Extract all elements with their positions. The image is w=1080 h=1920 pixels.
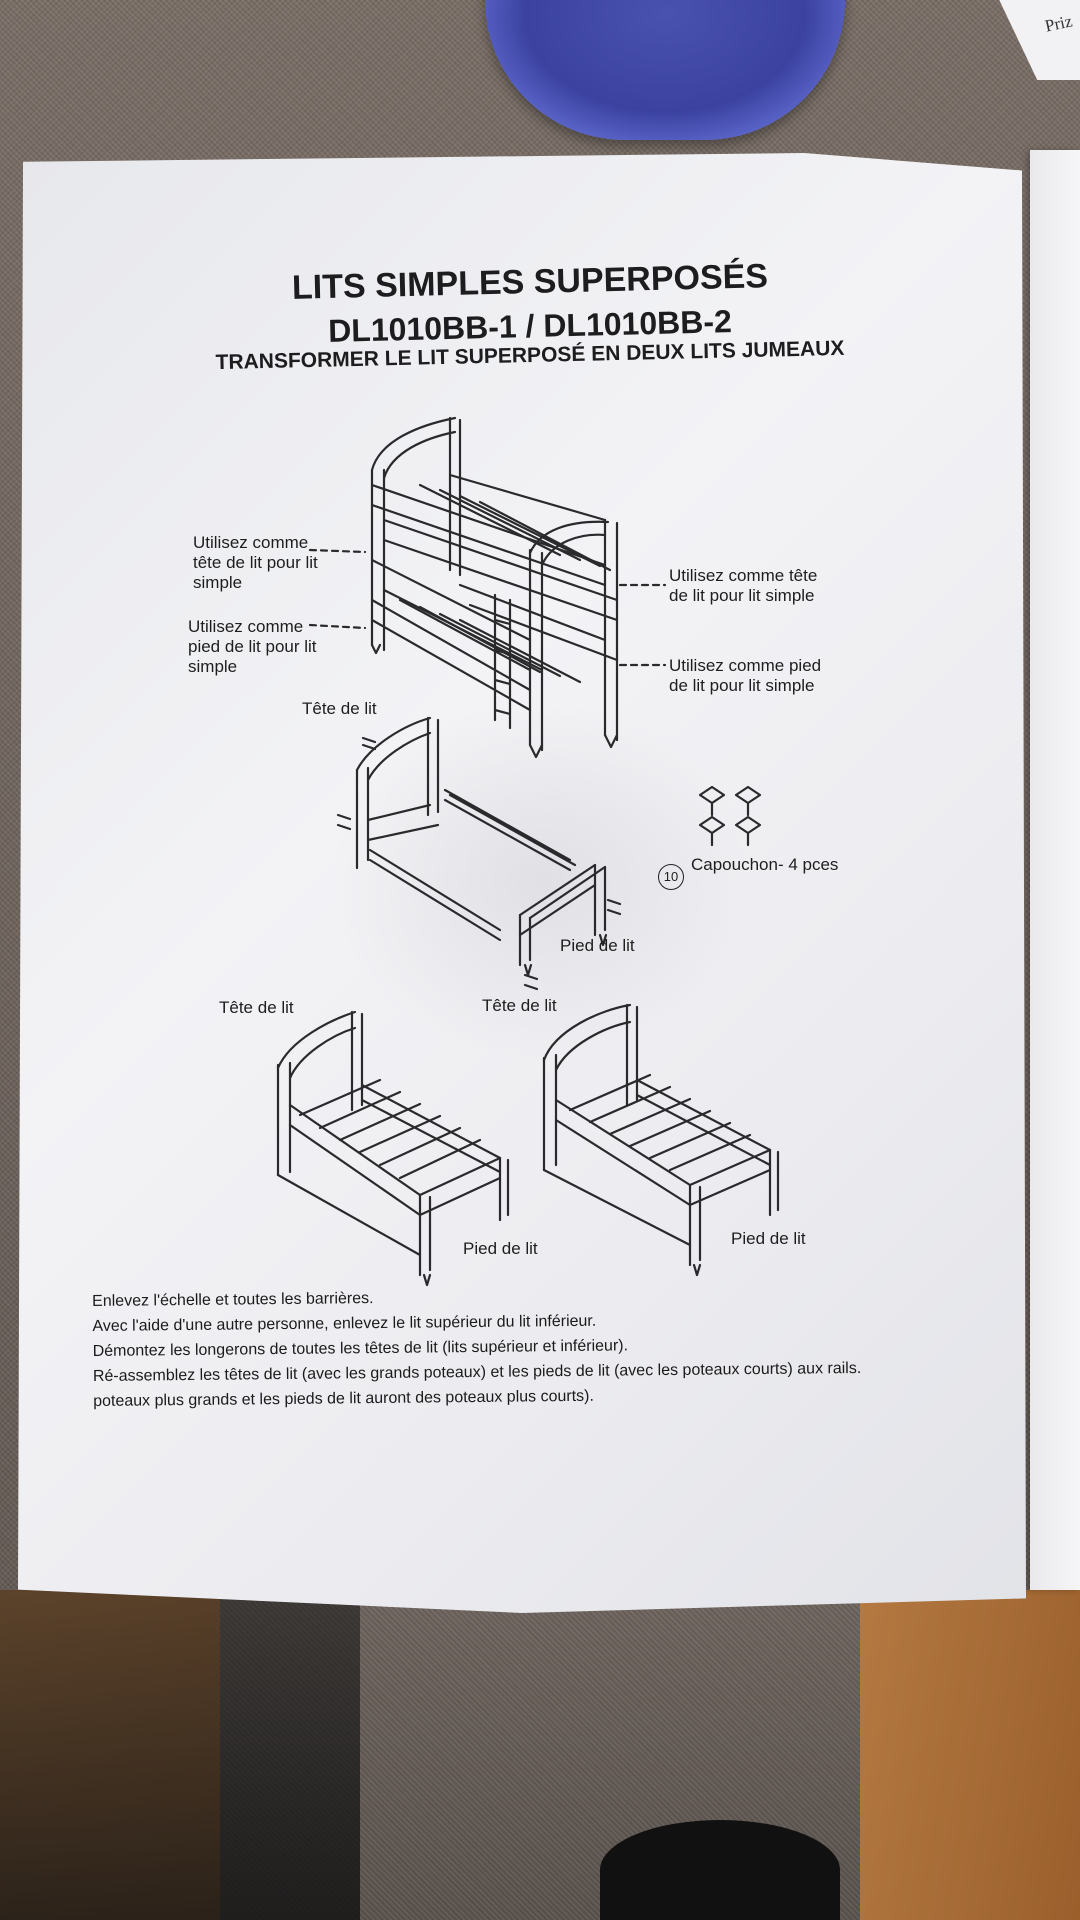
assembly-foot-label: Pied de lit <box>560 936 635 955</box>
assembly-head-label: Tête de lit <box>302 699 377 718</box>
floor-shadow <box>0 1590 360 1920</box>
callout-right-bottom: Utilisez comme pied de lit pour lit simp… <box>669 656 822 695</box>
part-label: Capouchon- 4 pces <box>691 855 839 874</box>
instruction-sheet <box>18 153 1026 1613</box>
twin-left-head-label: Tête de lit <box>219 998 294 1017</box>
callout-left-top: Utilisez comme tête de lit pour lit simp… <box>193 533 318 592</box>
bunk-bed-illustration <box>308 416 667 759</box>
callout-right-top: Utilisez comme tête de lit pour lit simp… <box>669 566 818 605</box>
twin-bed-left <box>276 1010 510 1287</box>
twin-right-foot-label: Pied de lit <box>731 1229 806 1248</box>
twin-bed-right <box>542 1003 780 1277</box>
part-number-badge: 10 <box>658 864 684 890</box>
callout-left-bottom: Utilisez comme pied de lit pour lit simp… <box>188 617 317 676</box>
dark-object <box>600 1820 840 1920</box>
twin-left-foot-label: Pied de lit <box>463 1239 538 1258</box>
exploded-bed-illustration <box>336 716 622 991</box>
cap-parts-illustration <box>698 785 762 847</box>
twin-right-head-label: Tête de lit <box>482 996 557 1015</box>
adjacent-page <box>1030 150 1080 1590</box>
instruction-steps: Enlevez l'échelle et toutes les barrière… <box>92 1280 993 1414</box>
